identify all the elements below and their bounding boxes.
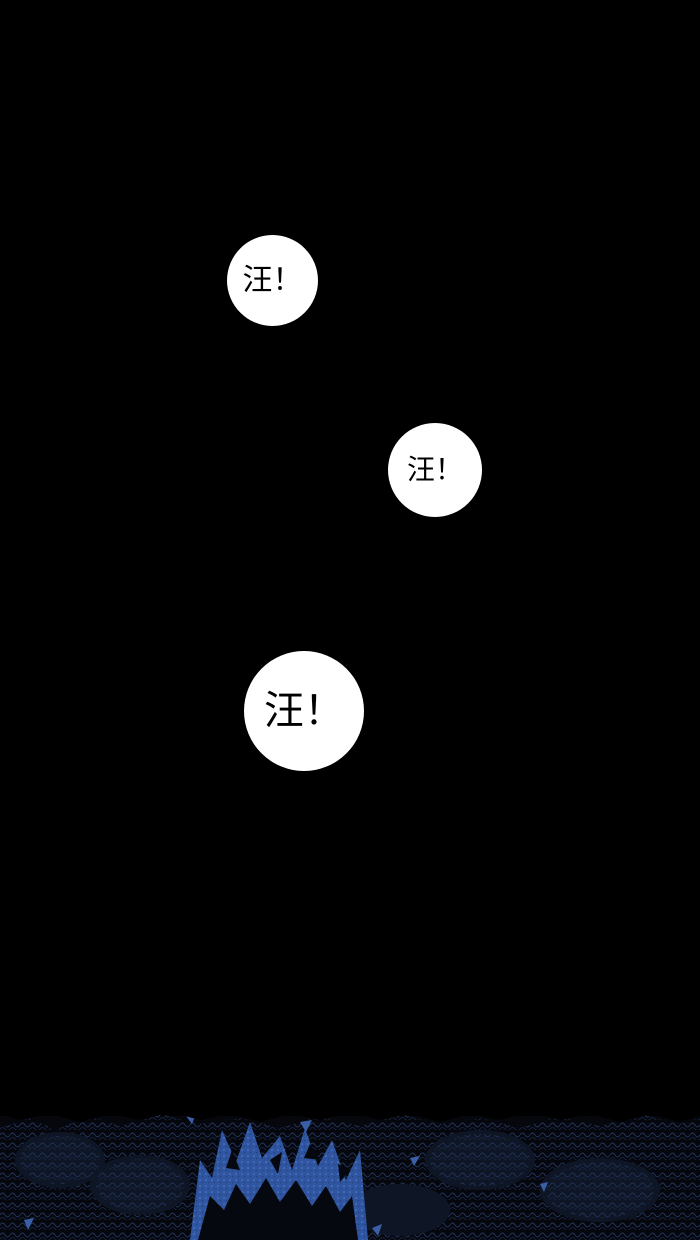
foliage-icon — [0, 1100, 700, 1240]
foliage-illustration — [0, 1100, 700, 1240]
bubble-text-1: 汪！ — [242, 262, 303, 298]
speech-bubble-1: 汪！ — [227, 235, 318, 326]
bubble-text-3: 汪！ — [264, 688, 344, 734]
bubble-text-2: 汪！ — [406, 453, 463, 486]
speech-bubble-2: 汪！ — [388, 423, 482, 517]
speech-bubble-3: 汪！ — [244, 651, 364, 771]
